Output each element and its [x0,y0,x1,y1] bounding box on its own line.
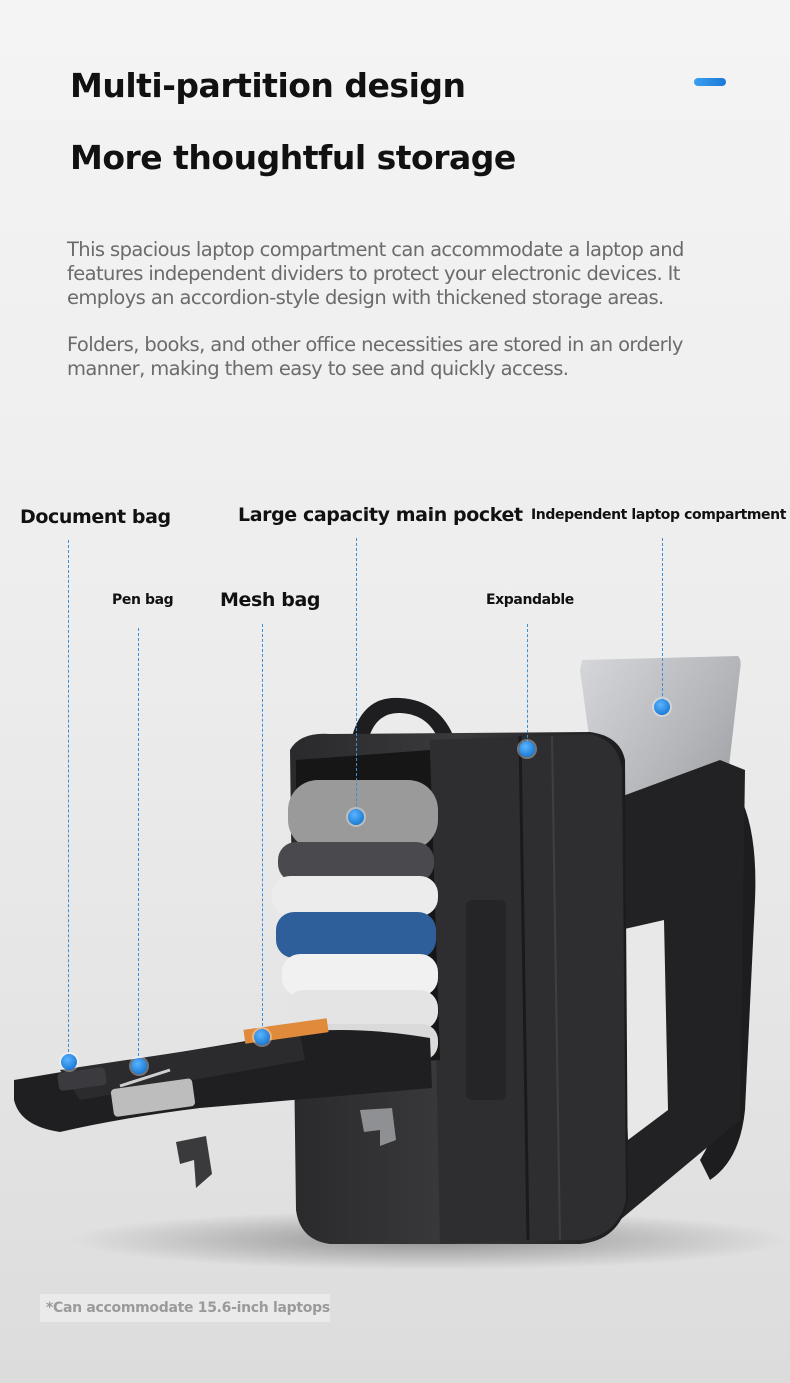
side-buckle [360,1108,396,1146]
dot-laptop-compartment [654,699,670,715]
leader-mesh-bag [262,624,263,1036]
clothes-white-1 [282,954,438,996]
backpack-illustration [14,656,790,1270]
label-document-bag: Document bag [20,506,171,528]
footnote-laptop-size: *Can accommodate 15.6-inch laptops [40,1294,330,1322]
leader-expandable [527,624,528,748]
label-main-pocket: Large capacity main pocket [238,504,523,526]
label-laptop-compartment: Independent laptop compartment [531,507,787,523]
dot-document-bag [61,1054,77,1070]
phone-item [57,1067,107,1091]
leader-document-bag [68,540,69,1062]
dot-expandable [519,741,535,757]
description-paragraph-1: This spacious laptop compartment can acc… [67,238,684,309]
dot-mesh-bag [254,1029,270,1045]
top-handle [350,697,455,750]
clothes-dark-grey [278,842,434,882]
wallet-item [110,1078,196,1117]
leader-main-pocket [356,538,357,816]
flap-buckle [176,1136,212,1188]
headline-title: Multi-partition design [70,66,466,105]
label-mesh-bag: Mesh bag [220,589,321,611]
clothes-white-shirt [272,876,438,916]
description-paragraph-2: Folders, books, and other office necessi… [67,333,683,380]
label-pen-bag: Pen bag [112,592,174,608]
leader-laptop-compartment [662,538,663,706]
headline-subtitle: More thoughtful storage [70,138,516,177]
label-expandable: Expandable [486,592,574,608]
dot-pen-bag [131,1058,147,1074]
clothes-jeans [276,912,436,958]
dot-main-pocket [348,809,364,825]
pen-item [119,1068,171,1088]
accent-bar [694,78,726,86]
documents [620,920,668,1140]
front-panel [430,734,626,1244]
leader-pen-bag [138,628,139,1066]
